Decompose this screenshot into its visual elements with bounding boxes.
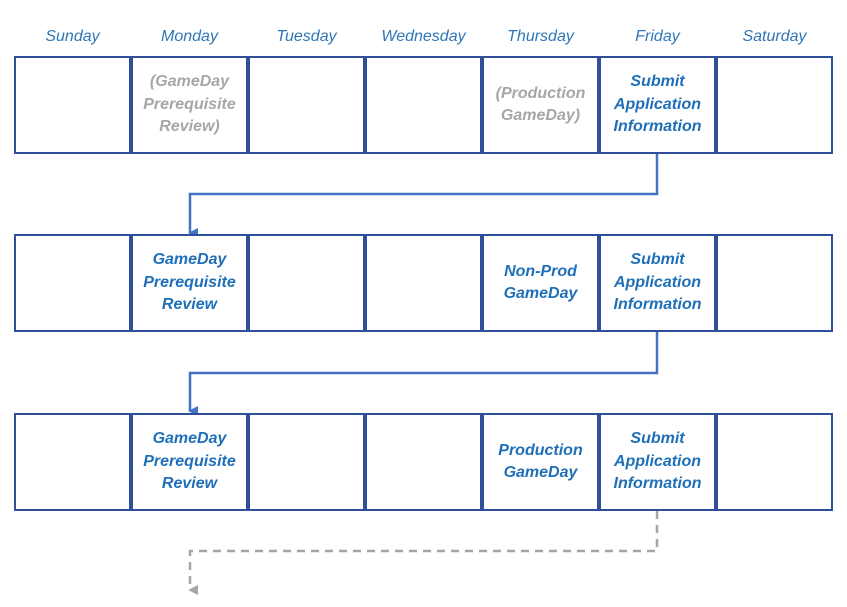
cell-monday: GameDay Prerequisite Review	[131, 413, 248, 511]
day-header-sunday: Sunday	[45, 28, 100, 45]
week-row-3: GameDay Prerequisite Review Production G…	[14, 413, 833, 511]
day-header-monday: Monday	[161, 28, 218, 45]
cell-text: Submit Application Information	[613, 73, 702, 136]
cell-thursday: Non-Prod GameDay	[482, 234, 599, 332]
day-header-friday: Friday	[635, 28, 680, 45]
cell-tuesday	[248, 413, 365, 511]
day-header-saturday: Saturday	[742, 28, 807, 45]
cell-wednesday	[365, 56, 482, 154]
connector-week3-continuation	[188, 511, 659, 595]
cell-monday: GameDay Prerequisite Review	[131, 234, 248, 332]
week-row-2: GameDay Prerequisite Review Non-Prod Gam…	[14, 234, 833, 332]
cell-text: GameDay Prerequisite Review	[143, 251, 236, 314]
connector-week2-to-week3	[188, 332, 659, 416]
cell-saturday	[716, 234, 833, 332]
cell-friday: Submit Application Information	[599, 413, 716, 511]
cell-friday: Submit Application Information	[599, 234, 716, 332]
week-row-1: (GameDay Prerequisite Review) (Productio…	[14, 56, 833, 154]
cell-tuesday	[248, 234, 365, 332]
cell-text: Submit Application Information	[613, 430, 702, 493]
cell-text: Non-Prod GameDay	[503, 262, 578, 303]
cell-sunday	[14, 56, 131, 154]
day-header-tuesday: Tuesday	[276, 28, 337, 45]
cell-saturday	[716, 413, 833, 511]
cell-friday: Submit Application Information	[599, 56, 716, 154]
cell-text: GameDay Prerequisite Review	[143, 430, 236, 493]
cell-thursday: Production GameDay	[482, 413, 599, 511]
cell-wednesday	[365, 413, 482, 511]
cell-text: Submit Application Information	[613, 251, 702, 314]
cell-text: (Production GameDay)	[495, 84, 586, 125]
cell-saturday	[716, 56, 833, 154]
cell-thursday: (Production GameDay)	[482, 56, 599, 154]
cell-sunday	[14, 413, 131, 511]
day-header-wednesday: Wednesday	[381, 28, 466, 45]
connector-week1-to-week2	[188, 154, 659, 238]
cell-sunday	[14, 234, 131, 332]
day-header-thursday: Thursday	[507, 28, 574, 45]
cell-text: Production GameDay	[498, 441, 583, 482]
cell-text: (GameDay Prerequisite Review)	[143, 73, 236, 136]
cell-monday: (GameDay Prerequisite Review)	[131, 56, 248, 154]
cell-wednesday	[365, 234, 482, 332]
cell-tuesday	[248, 56, 365, 154]
